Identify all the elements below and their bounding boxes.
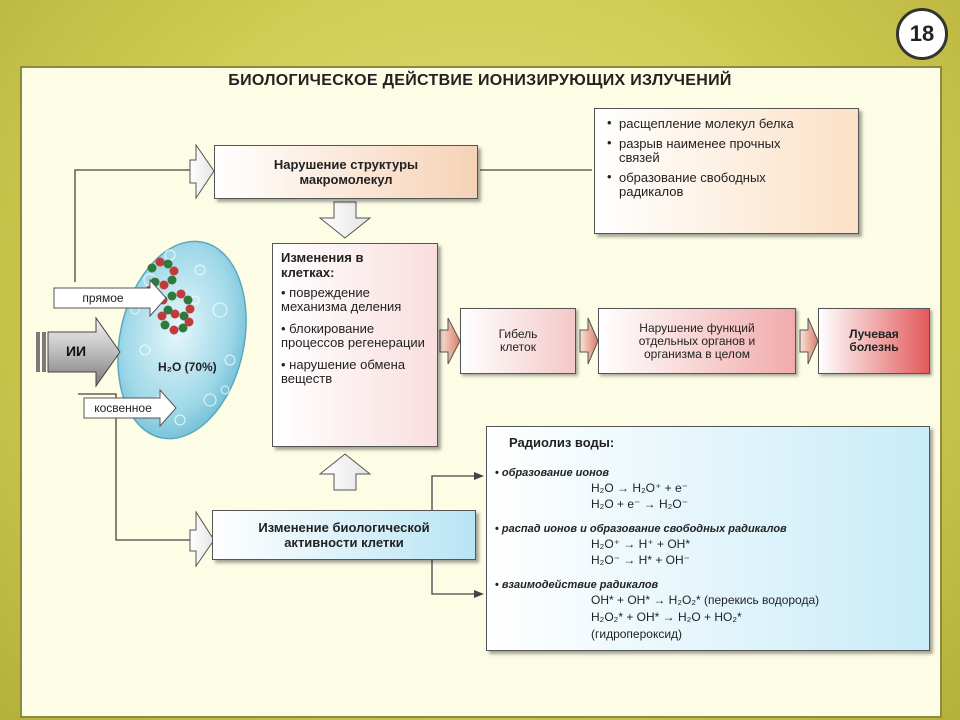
direct-arrow	[53, 278, 167, 318]
effect-item: образование свободных радикалов	[607, 170, 819, 199]
effect-item: разрыв наименее прочных связей	[607, 136, 819, 165]
water-radiolysis-box: Радиолиз воды: образование ионов H₂O → H…	[486, 426, 930, 651]
cell-changes-box: Изменения в клетках: • повреждение механ…	[272, 243, 438, 447]
cell-changes-heading: Изменения в клетках:	[281, 250, 364, 280]
cell-change-item: • блокирование процессов регенерации	[281, 321, 425, 350]
page-title: БИОЛОГИЧЕСКОЕ ДЕЙСТВИЕ ИОНИЗИРУЮЩИХ ИЗЛУ…	[228, 72, 732, 89]
arrow-to-structure	[189, 143, 215, 200]
cell-change-item: • нарушение обмена веществ	[281, 357, 406, 386]
chevron-organs-to-disease	[799, 317, 819, 365]
organ-dysfunction-box: Нарушение функций отдельных органов и ор…	[598, 308, 796, 374]
chevron-death-to-organs	[579, 317, 599, 365]
radiolysis-heading: Радиолиз воды:	[509, 435, 615, 450]
indirect-arrow	[83, 388, 177, 428]
cell-change-text: блокирование процессов регенерации	[281, 321, 425, 350]
macromolecule-effects-box: расщепление молекул белка разрыв наимене…	[594, 108, 859, 234]
cell-death-text: Гибель клеток	[498, 327, 538, 354]
biological-activity-text: Изменение биологической активности клетк…	[258, 520, 430, 550]
structure-disruption-box: Нарушение структуры макромолекул	[214, 145, 478, 199]
cell-change-text: нарушение обмена веществ	[281, 357, 406, 386]
ionizing-radiation-label: ИИ	[65, 343, 87, 359]
radiolysis-section-title: образование ионов	[495, 467, 609, 479]
macromolecule-chain	[145, 257, 195, 335]
cell-death-box: Гибель клеток	[460, 308, 576, 374]
reaction-line: H₂O₂* + OH* → H₂O + HO₂*	[591, 610, 742, 624]
page-number: 18	[896, 8, 948, 60]
biological-activity-box: Изменение биологической активности клетк…	[212, 510, 476, 560]
chevron-cells-to-death	[439, 317, 461, 365]
direct-label: прямое	[82, 291, 124, 305]
cell-change-text: повреждение механизма деления	[281, 285, 402, 314]
arrow-to-activity	[189, 510, 215, 568]
ionizing-radiation-arrow	[36, 316, 121, 388]
reaction-line: H₂O⁻ → H* + OH⁻	[591, 553, 691, 567]
radiolysis-section-title: распад ионов и образование свободных рад…	[495, 523, 787, 535]
organ-dysfunction-text: Нарушение функций отдельных органов и ор…	[638, 320, 756, 361]
radiation-sickness-box: Лучевая болезнь	[818, 308, 930, 374]
arrow-down-to-cells	[318, 201, 372, 239]
reaction-line: H₂O → H₂O⁺ + e⁻	[591, 481, 689, 495]
effect-item: расщепление молекул белка	[607, 116, 850, 131]
reaction-line: (гидропероксид)	[591, 627, 683, 641]
radiation-sickness-text: Лучевая болезнь	[849, 327, 899, 354]
structure-disruption-text: Нарушение структуры макромолекул	[273, 157, 419, 187]
reaction-line: H₂O⁺ → H⁺ + OH*	[591, 537, 691, 551]
arrow-up-to-cells	[318, 453, 372, 491]
radiolysis-section-title: взаимодействие радикалов	[495, 579, 658, 591]
indirect-label: косвенное	[94, 401, 152, 415]
reaction-line: H₂O + e⁻ → H₂O⁻	[591, 497, 689, 511]
water-percentage-label: H₂O (70%)	[158, 360, 217, 374]
reaction-line: OH* + OH* → H₂O₂* (перекись водорода)	[591, 593, 820, 607]
cell-change-item: • повреждение механизма деления	[281, 285, 402, 314]
